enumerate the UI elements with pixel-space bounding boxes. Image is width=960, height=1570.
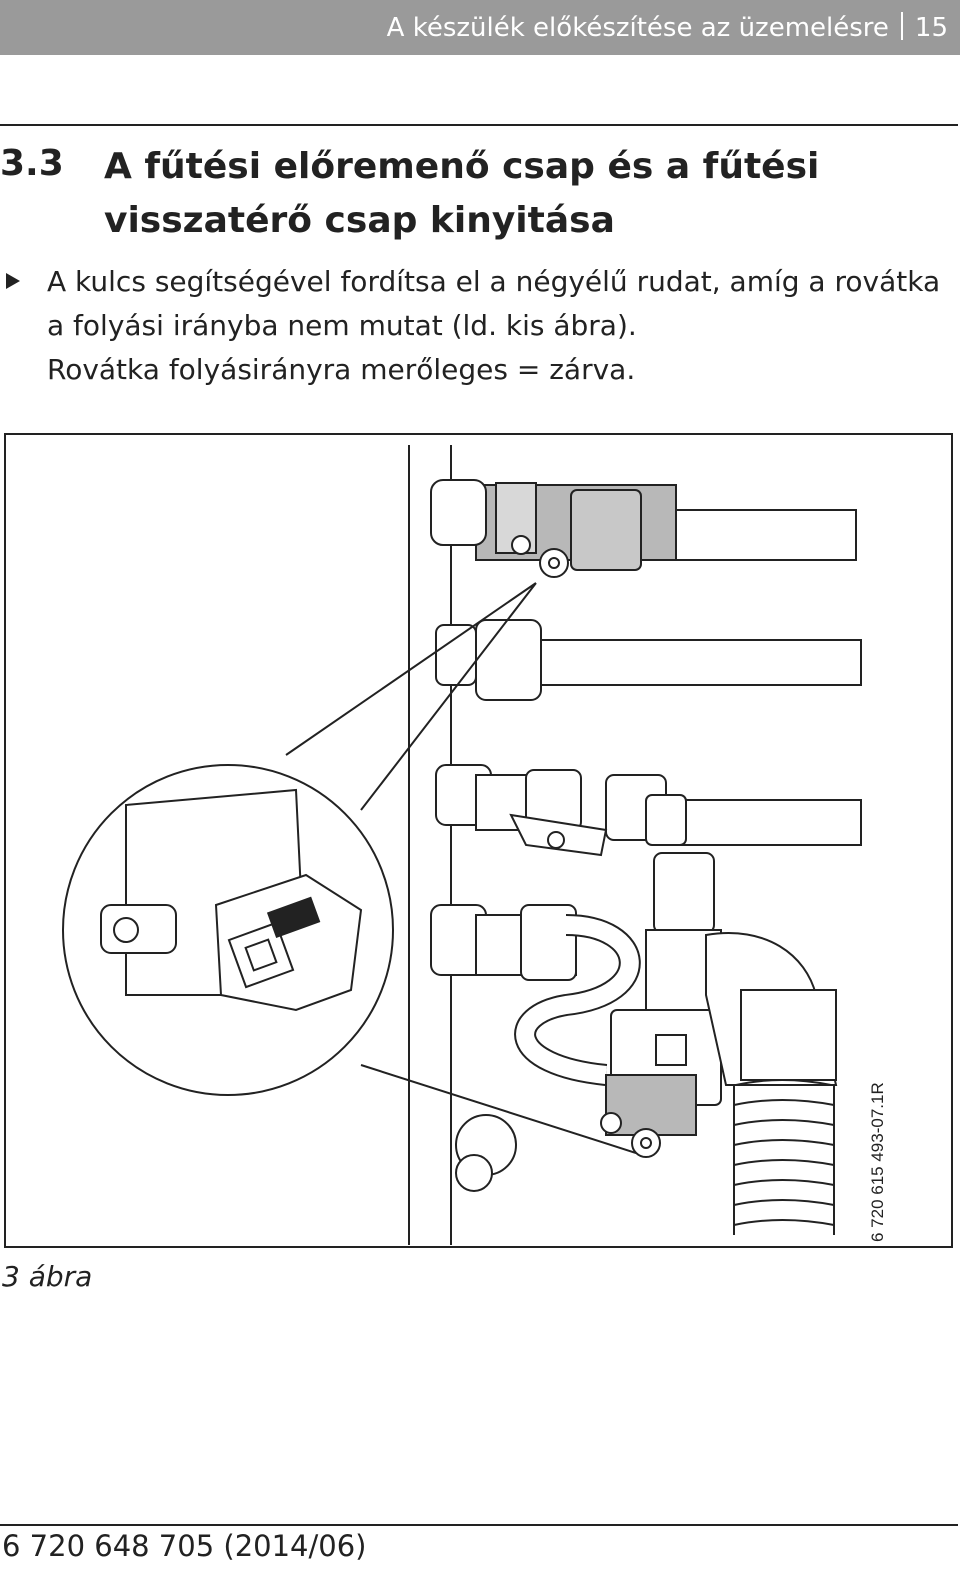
footer-doc-number: 6 720 648 705 (2014/06): [2, 1529, 367, 1563]
section-rule: [0, 124, 958, 126]
footer-rule: [0, 1524, 958, 1526]
section-title: A fűtési előremenő csap és a fűtési viss…: [104, 146, 820, 241]
header-bar: A készülék előkészítése az üzemelésre 15: [0, 0, 960, 55]
header-separator: [900, 12, 903, 40]
header-title: A készülék előkészítése az üzemelésre: [386, 13, 889, 43]
instruction-line-2: a folyási irányba nem mutat (ld. kis ábr…: [47, 309, 637, 342]
instruction-text: A kulcs segítségével fordítsa el a négyé…: [47, 260, 957, 392]
running-header: A készülék előkészítése az üzemelésre 15: [387, 12, 948, 44]
bullet-triangle-icon: [6, 273, 20, 289]
figure-code: 6 720 615 493-07.1R: [868, 1082, 887, 1242]
figure-caption: 3 ábra: [2, 1260, 93, 1293]
figure-illustration: [4, 433, 953, 1248]
valve-drawing: [62, 445, 862, 1245]
instruction-line-3: Rovátka folyásirányra merőleges = zárva.: [47, 353, 636, 386]
page-number: 15: [914, 13, 948, 43]
instruction-line-1: A kulcs segítségével fordítsa el a négyé…: [47, 265, 941, 298]
section-number: 3.3: [0, 143, 64, 184]
